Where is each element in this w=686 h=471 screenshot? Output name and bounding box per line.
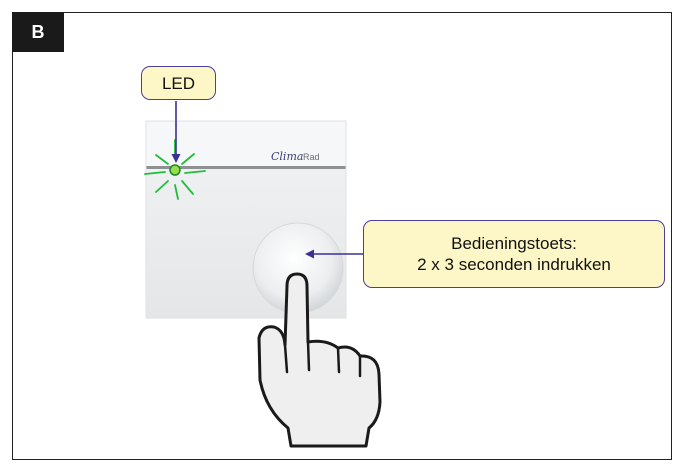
button-callout-line1: Bedieningstoets:: [451, 234, 577, 253]
pointing-hand-icon: [257, 272, 382, 448]
led-arrow-head: [171, 154, 181, 163]
device-top-panel: [146, 121, 346, 167]
brand-suffix: Rad: [303, 152, 320, 162]
panel-label-badge: B: [12, 12, 64, 52]
device-divider-line: [146, 166, 346, 169]
button-callout-line2: 2 x 3 seconden indrukken: [417, 255, 611, 274]
panel-label: B: [31, 21, 45, 42]
button-arrow-head: [305, 249, 314, 259]
brand-script: Clima: [271, 150, 303, 163]
finger-creases: [283, 340, 362, 378]
led-callout: LED: [141, 66, 216, 100]
led-callout-text: LED: [161, 73, 196, 93]
led-indicator: [169, 164, 181, 176]
led-glow-icon: [144, 139, 206, 200]
button-callout: Bedieningstoets: 2 x 3 seconden indrukke…: [363, 220, 665, 288]
